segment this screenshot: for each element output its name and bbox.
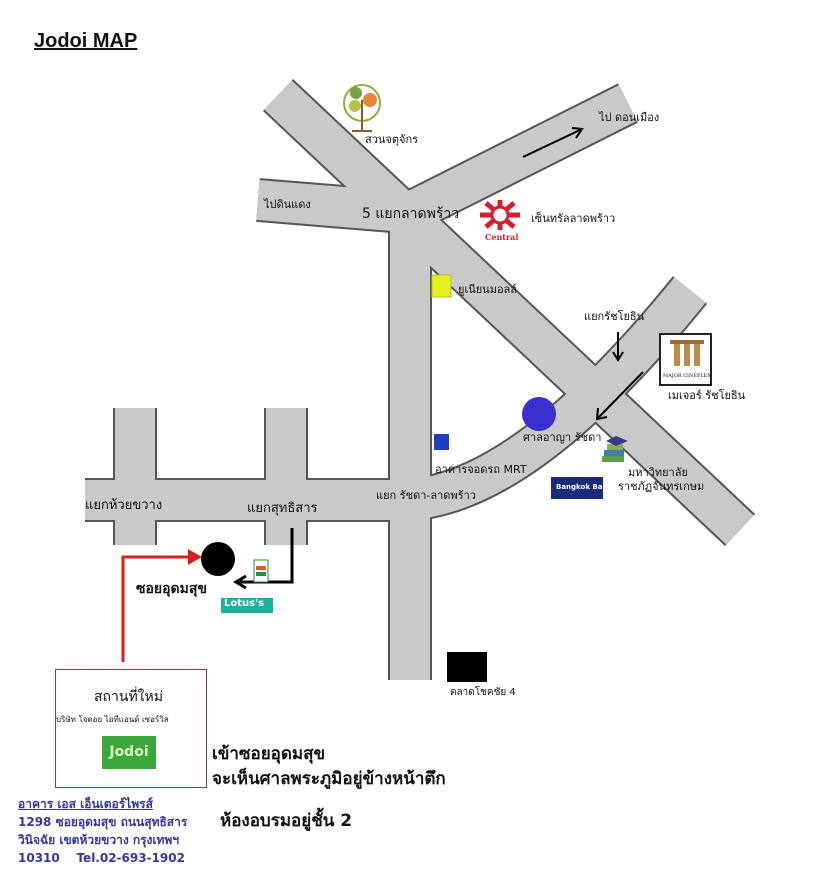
label-ratchayothin-intersection: แยกรัชโยธิน xyxy=(584,310,645,323)
label-five-intersection: 5 แยกลาดพร้าว xyxy=(362,206,460,222)
road-to-din-daeng xyxy=(256,180,407,232)
label-mrt-parking: อาคารจอดรถ MRT xyxy=(435,463,527,476)
route-line xyxy=(121,549,202,662)
company-name: บริษัท โจดอย ไอทีแอนด์ เซอร์วิส xyxy=(56,715,169,724)
label-court: ศาลอาญา รัชดา xyxy=(523,431,602,444)
label-soi-udomsuk: ซอยอุดมสุข xyxy=(136,581,207,597)
new-location-heading: สถานที่ใหม่ xyxy=(94,689,163,705)
new-location-box: สถานที่ใหม่ บริษัท โจดอย ไอทีแอนด์ เซอร์… xyxy=(55,669,207,788)
roads xyxy=(85,80,754,680)
court-marker xyxy=(522,397,556,431)
address-line-1: 1298 ซอยอุดมสุข ถนนสุทธิสาร xyxy=(18,815,188,829)
park-tree-icon xyxy=(343,84,381,132)
bangkok-bank-logo xyxy=(551,477,603,499)
destination-marker xyxy=(201,542,235,576)
label-sutthisan: แยกสุทธิสาร xyxy=(247,501,318,516)
address-block: อาคาร เอส เอ็นเตอร์ไพรส์ 1298 ซอยอุดมสุข… xyxy=(18,795,187,867)
label-huai-khwang: แยกห้วยขวาง xyxy=(85,498,163,513)
lotus-text: Lotus's xyxy=(224,598,265,609)
label-university-2: ราชภัฏจันทรเกษม xyxy=(618,480,705,493)
mrt-parking-marker xyxy=(434,434,449,450)
lotus-logo xyxy=(221,598,273,613)
central-logo-text: Central xyxy=(485,232,519,242)
central-logo-icon xyxy=(480,200,520,230)
address-building-link[interactable]: อาคาร เอส เอ็นเตอร์ไพรส์ xyxy=(18,797,153,811)
bangkok-bank-text: Bangkok Bank xyxy=(556,483,613,491)
major-logo-text: MAJOR CINEPLEX xyxy=(663,373,711,379)
union-mall-marker xyxy=(431,274,452,298)
arrow-icon xyxy=(597,371,644,419)
label-major: เมเจอร์ รัชโยธิน xyxy=(668,389,746,402)
road-ladprao-diagonal xyxy=(264,80,754,545)
address-line-3: 10310 Tel.02-693-1902 xyxy=(18,851,185,865)
road-to-don-mueang xyxy=(386,85,637,238)
chokchai-marker xyxy=(447,652,487,682)
address-line-2: วินิจฉัย เขตห้วยขวาง กรุงเทพฯ xyxy=(18,833,180,847)
direction-arrows xyxy=(233,127,644,590)
label-din-daeng: ไปดินแดง xyxy=(264,198,311,211)
university-books-icon xyxy=(602,436,628,462)
route-arrowhead-icon xyxy=(188,549,202,565)
direction-line-1: เข้าซอยอุดมสุข xyxy=(212,744,326,764)
map-title: Jodoi MAP xyxy=(34,30,138,52)
road-sutthisan-ratchada xyxy=(85,277,706,520)
direction-line-2: จะเห็นศาลพระภูมิอยู่ข้างหน้าตึก xyxy=(212,769,446,789)
label-park: สวนจตุจักร xyxy=(365,133,419,146)
direction-line-3: ห้องอบรมอยู่ชั้น 2 xyxy=(220,811,353,831)
seven-eleven-logo-icon xyxy=(253,559,269,583)
label-ratchada-intersection: แยก รัชดา-ลาดพร้าว xyxy=(376,489,476,502)
major-cineplex-logo-icon xyxy=(659,333,712,386)
label-union-mall: ยูเนียนมอลล์ xyxy=(458,283,518,296)
label-chokchai: ตลาดโชคชัย 4 xyxy=(450,687,516,698)
label-don-mueang: ไป ดอนเมือง xyxy=(599,111,660,124)
jodoi-logo: Jodoi xyxy=(102,736,156,769)
label-central: เซ็นทรัลลาดพร้าว xyxy=(531,212,616,225)
label-university-1: มหาวิทยาลัย xyxy=(628,466,688,479)
arrow-icon xyxy=(522,129,581,158)
